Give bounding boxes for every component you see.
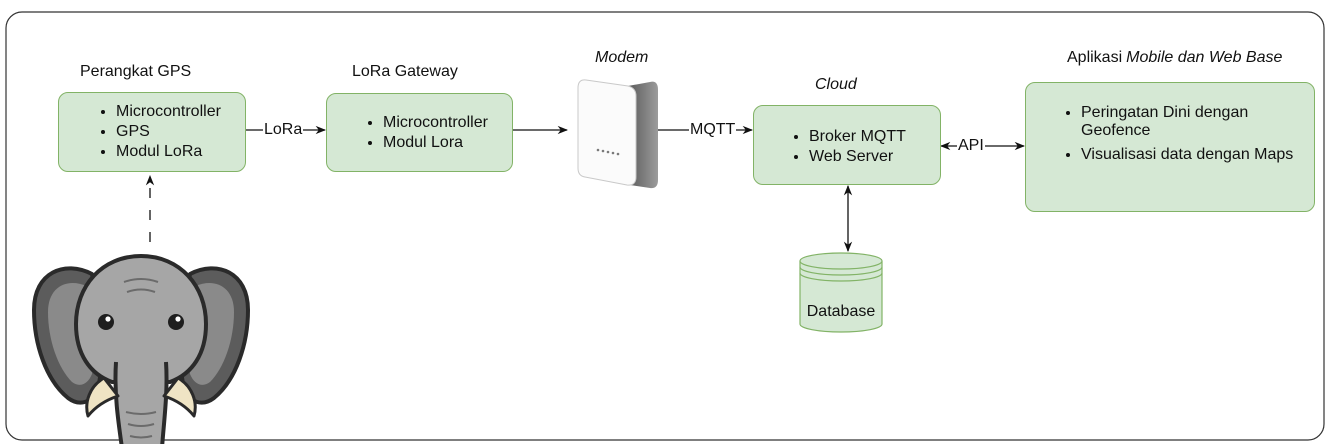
elephant-trunk [113,356,169,444]
edge-label-lora: LoRa [263,121,304,139]
list-item: Web Server [809,147,906,167]
list-item: Modul Lora [383,133,488,153]
modem-front [577,79,637,186]
elephant-tusk-left [85,376,120,418]
elephant-tusk-right [162,376,197,418]
list-item: Microcontroller [383,113,488,133]
database-label: Database [806,303,876,320]
gps-device-node: Microcontroller GPS Modul LoRa [58,92,246,172]
lora-gateway-items: Microcontroller Modul Lora [383,113,488,153]
list-item: Modul LoRa [116,142,221,162]
cloud-node: Broker MQTT Web Server [753,105,941,185]
modem-status-lights [596,148,620,156]
lora-gateway-title: LoRa Gateway [352,63,458,80]
application-title-italic: Mobile dan Web Base [1126,49,1283,66]
elephant-eye-right [168,314,184,330]
edge-label-api: API [957,137,985,155]
list-item: Microcontroller [116,102,221,122]
list-item: Broker MQTT [809,127,906,147]
modem-side [628,81,658,189]
diagram-frame [5,11,1325,441]
gps-device-items: Microcontroller GPS Modul LoRa [116,102,221,162]
elephant-eye-left [98,314,114,330]
wifi-router-icon [577,79,658,189]
cloud-items: Broker MQTT Web Server [809,127,906,167]
elephant-forehead-lines [123,278,159,293]
elephant-icon [32,253,250,444]
list-item: GPS [116,122,221,142]
gps-device-title: Perangkat GPS [80,63,192,80]
application-items: Peringatan Dini dengan Geofence Visualis… [1081,104,1303,170]
application-node: Peringatan Dini dengan Geofence Visualis… [1025,82,1315,212]
modem-title: Modem [595,49,649,66]
lora-gateway-node: Microcontroller Modul Lora [326,93,513,172]
list-item: Peringatan Dini dengan Geofence [1081,104,1303,140]
cloud-title: Cloud [815,76,857,93]
database-cylinder [799,252,883,333]
list-item: Visualisasi data dengan Maps [1081,146,1303,164]
edge-label-mqtt: MQTT [689,121,737,139]
application-title-prefix: Aplikasi [1067,49,1123,66]
